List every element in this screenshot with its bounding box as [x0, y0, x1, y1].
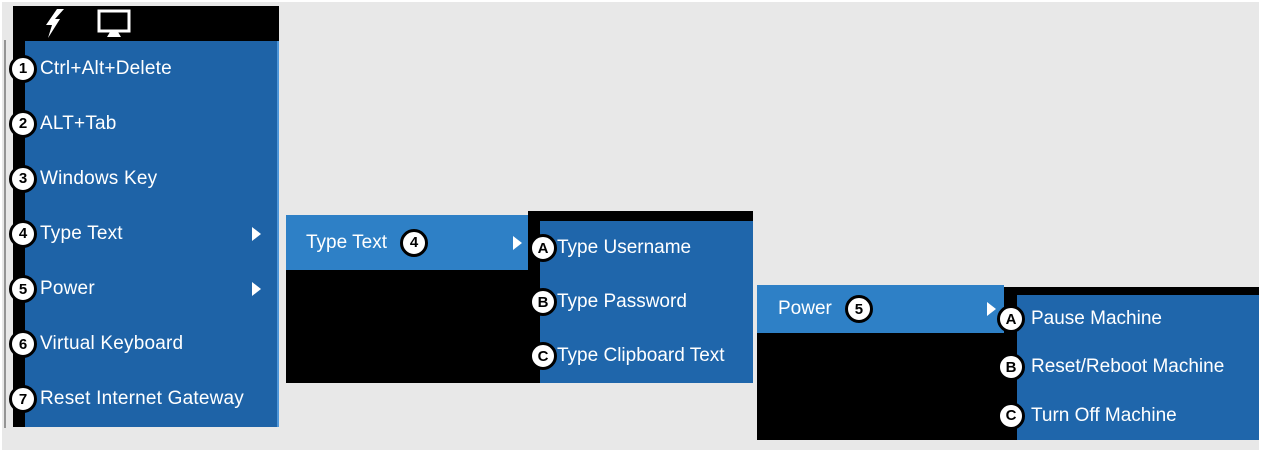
- item-number-badge: 7: [9, 385, 37, 414]
- menu-item-virtual-keyboard[interactable]: 6 Virtual Keyboard: [9, 317, 277, 372]
- menu-toolbar: [13, 6, 279, 41]
- menu-item-label: Power: [40, 278, 95, 300]
- power-trigger-row[interactable]: Power 5: [757, 285, 1004, 333]
- submenu-item-label: Turn Off Machine: [1031, 404, 1177, 426]
- item-letter-badge: B: [529, 288, 557, 316]
- item-number-badge: 3: [9, 164, 37, 193]
- submenu-item-label: Type Username: [557, 237, 692, 258]
- type-text-menu-remnant: Type Text 4: [286, 215, 528, 383]
- power-submenu: A Pause Machine B Reset/Reboot Machine C…: [997, 287, 1259, 440]
- window-edge-line: [4, 40, 6, 428]
- menu-item-windows-key[interactable]: 3 Windows Key: [9, 151, 277, 206]
- submenu-item-label: Type Password: [557, 291, 687, 312]
- item-letter-badge: A: [997, 305, 1025, 334]
- item-letter-badge: B: [997, 353, 1025, 382]
- submenu-item-reset-reboot-machine[interactable]: B Reset/Reboot Machine: [997, 343, 1259, 391]
- menu-item-label: Virtual Keyboard: [40, 333, 184, 355]
- item-number-badge: 4: [399, 228, 428, 257]
- submenu-item-turn-off-machine[interactable]: C Turn Off Machine: [997, 392, 1259, 440]
- type-text-submenu-panel: A Type Username B Type Password C Type C…: [529, 221, 753, 383]
- item-letter-badge: C: [997, 401, 1025, 430]
- submenu-item-type-username[interactable]: A Type Username: [529, 221, 753, 275]
- item-letter-badge: C: [529, 342, 557, 370]
- item-number-badge: 5: [844, 295, 873, 323]
- item-number-badge: 1: [9, 54, 37, 83]
- submenu-arrow-icon: [987, 302, 996, 316]
- menu-item-label: Windows Key: [40, 167, 158, 189]
- menu-item-label: ALT+Tab: [40, 112, 117, 134]
- power-menu-remnant: Power 5: [757, 285, 1004, 440]
- submenu-arrow-icon: [513, 235, 522, 250]
- submenu-item-type-clipboard-text[interactable]: C Type Clipboard Text: [529, 329, 753, 383]
- item-number-badge: 5: [9, 275, 37, 304]
- monitor-icon[interactable]: [97, 9, 131, 39]
- submenu-item-pause-machine[interactable]: A Pause Machine: [997, 295, 1259, 343]
- menu-item-label: Ctrl+Alt+Delete: [40, 57, 172, 79]
- type-text-trigger-row[interactable]: Type Text 4: [286, 215, 528, 270]
- submenu-item-label: Pause Machine: [1031, 308, 1162, 330]
- power-submenu-panel: A Pause Machine B Reset/Reboot Machine C…: [997, 295, 1259, 440]
- quick-actions-menu: 1 Ctrl+Alt+Delete 2 ALT+Tab 3 Windows Ke…: [9, 41, 279, 427]
- menu-item-reset-internet-gateway[interactable]: 7 Reset Internet Gateway: [9, 372, 277, 427]
- submenu-item-label: Reset/Reboot Machine: [1031, 356, 1225, 378]
- trigger-label: Power: [778, 298, 832, 319]
- trigger-label: Type Text: [306, 231, 387, 253]
- submenu-item-type-password[interactable]: B Type Password: [529, 275, 753, 329]
- item-number-badge: 4: [9, 219, 37, 248]
- submenu-item-label: Type Clipboard Text: [557, 345, 725, 366]
- menu-item-label: Type Text: [40, 222, 123, 244]
- item-letter-badge: A: [529, 234, 557, 262]
- menu-item-label: Reset Internet Gateway: [40, 388, 245, 410]
- item-number-badge: 6: [9, 330, 37, 359]
- submenu-arrow-icon: [252, 282, 261, 297]
- submenu-arrow-icon: [252, 226, 261, 241]
- menu-item-type-text[interactable]: 4 Type Text: [9, 206, 277, 261]
- lightning-icon[interactable]: [37, 9, 71, 39]
- menu-item-power[interactable]: 5 Power: [9, 262, 277, 317]
- item-number-badge: 2: [9, 109, 37, 138]
- menu-item-alt-tab[interactable]: 2 ALT+Tab: [9, 96, 277, 151]
- type-text-submenu: A Type Username B Type Password C Type C…: [528, 211, 753, 383]
- menu-item-ctrl-alt-delete[interactable]: 1 Ctrl+Alt+Delete: [9, 41, 277, 96]
